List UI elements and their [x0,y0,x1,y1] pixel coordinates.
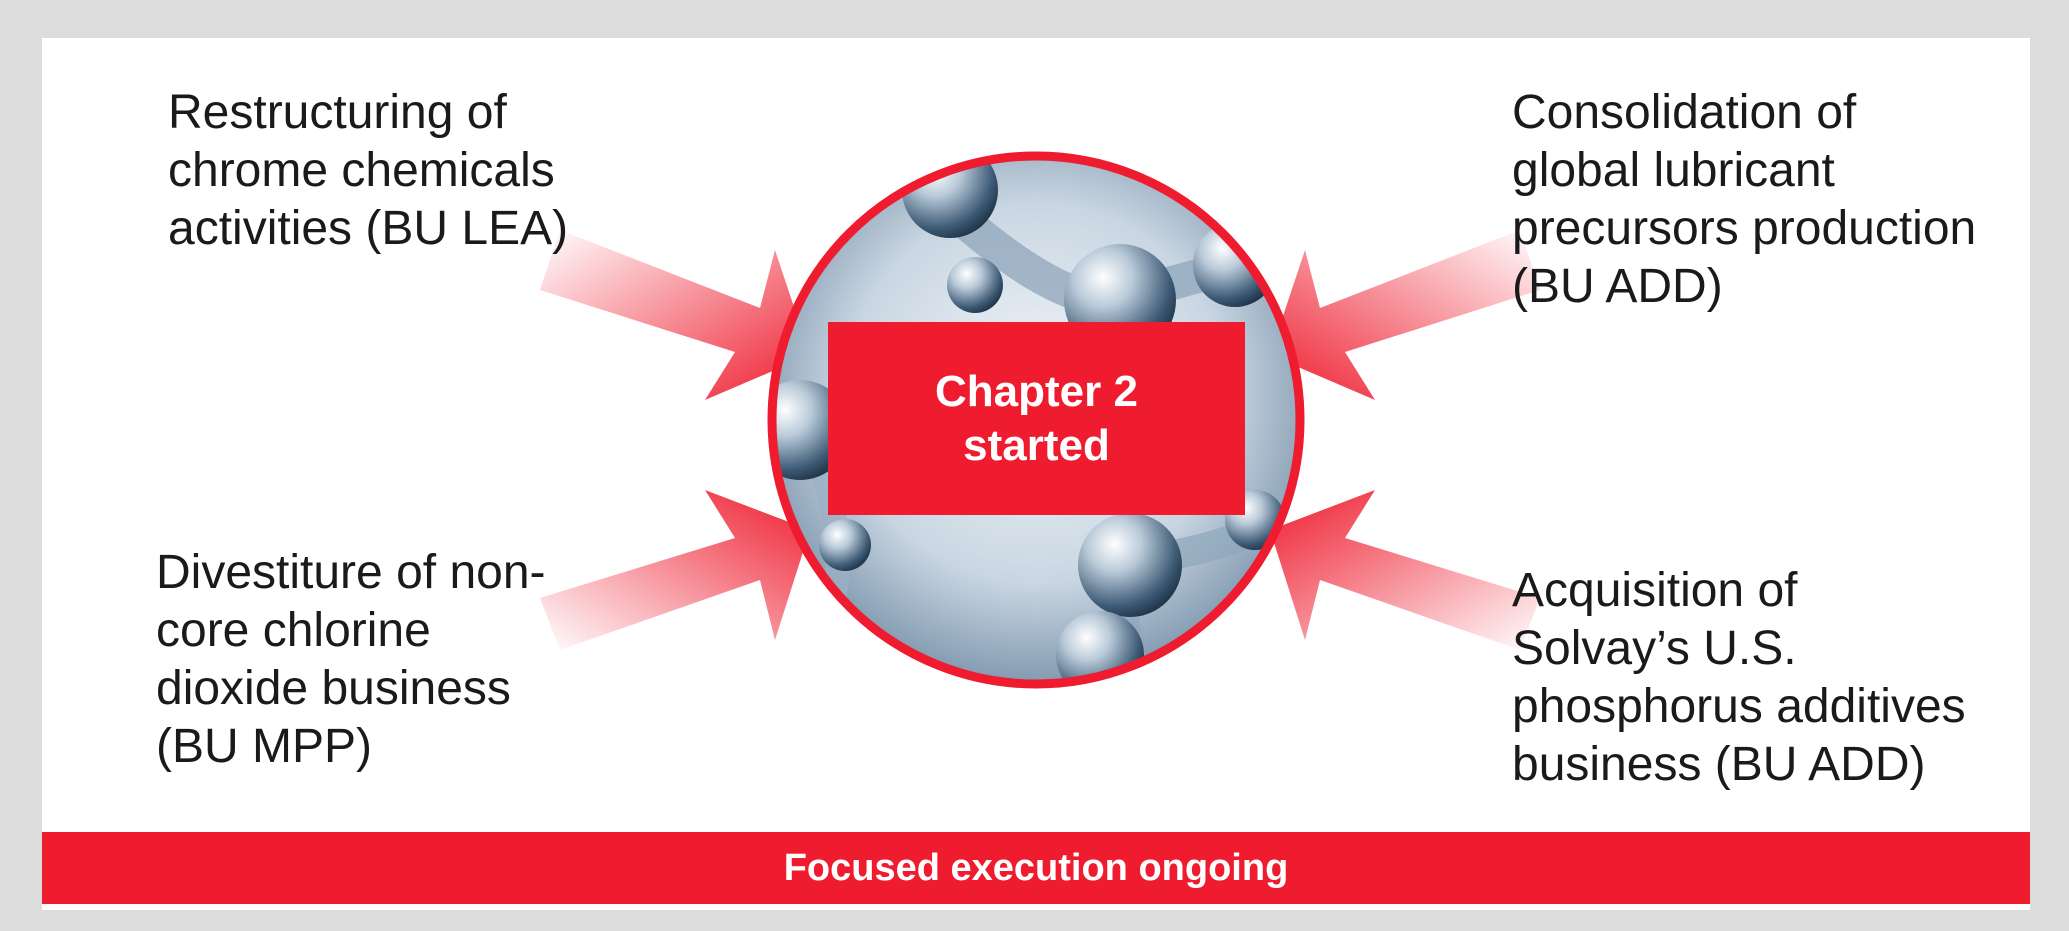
center-callout: Chapter 2 started [828,322,1245,515]
status-banner: Focused execution ongoing [42,832,2030,904]
arrow-top-left-icon [540,230,810,400]
arrow-top-right-icon [1270,230,1540,400]
item-chlorine-divestiture: Divestiture of non- core chlorine dioxid… [156,546,546,773]
status-banner-label: Focused execution ongoing [783,846,1289,889]
item-lubricant-consolidation: Consolidation of global lubricant precur… [1512,86,1977,313]
arrow-bottom-right-icon [1270,490,1540,650]
center-callout-line1: Chapter 2 [935,366,1138,416]
molecule-image [767,151,1305,689]
item-chrome-restructuring: Restructuring of chrome chemicals activi… [168,86,569,255]
center-callout-line2: started [963,420,1110,470]
arrow-bottom-left-icon [540,490,810,650]
item-phosphorus-acquisition: Acquisition of Solvay’s U.S. phosphorus … [1512,564,1966,791]
